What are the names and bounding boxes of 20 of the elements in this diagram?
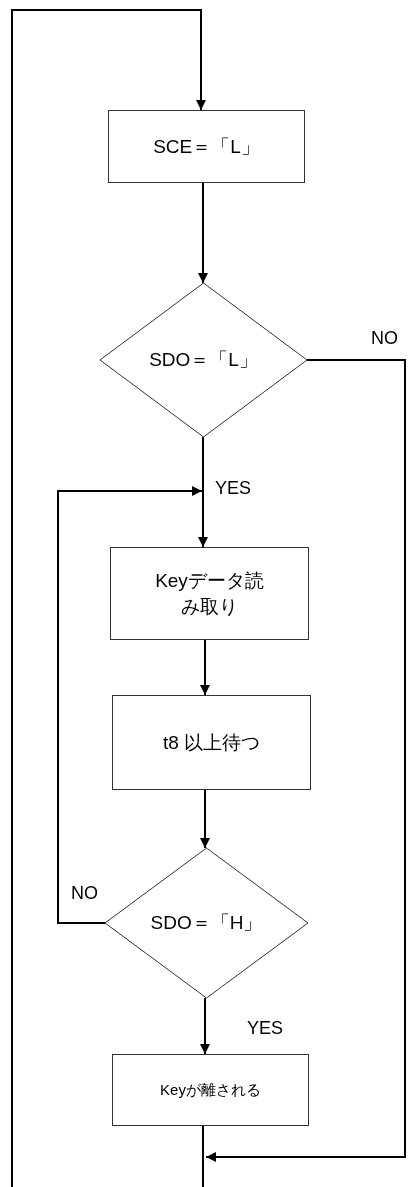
arrow: [200, 997, 210, 1055]
node-text: SDO＝「L」: [149, 348, 258, 373]
node-text: SCE＝「L」: [153, 134, 260, 159]
process-box: [112, 695, 311, 790]
decision-diamond: [105, 848, 308, 998]
process-box: [112, 1054, 309, 1126]
node-text: Keyデータ読み取り: [154, 568, 265, 619]
arrow: [198, 436, 208, 548]
node-text: Keyが離される: [160, 1079, 261, 1100]
node-text: SDO＝「H」: [150, 911, 263, 936]
decision-diamond: [100, 283, 307, 437]
node-text: t8 以上待つ: [162, 730, 261, 755]
arrow: [198, 182, 208, 284]
arrow: [200, 639, 210, 696]
arrow: [11, 9, 206, 1187]
process-box: [108, 110, 305, 183]
process-box: [110, 547, 309, 640]
arrow: [205, 359, 406, 1162]
arrow: [200, 789, 210, 849]
arrow: [57, 486, 203, 924]
